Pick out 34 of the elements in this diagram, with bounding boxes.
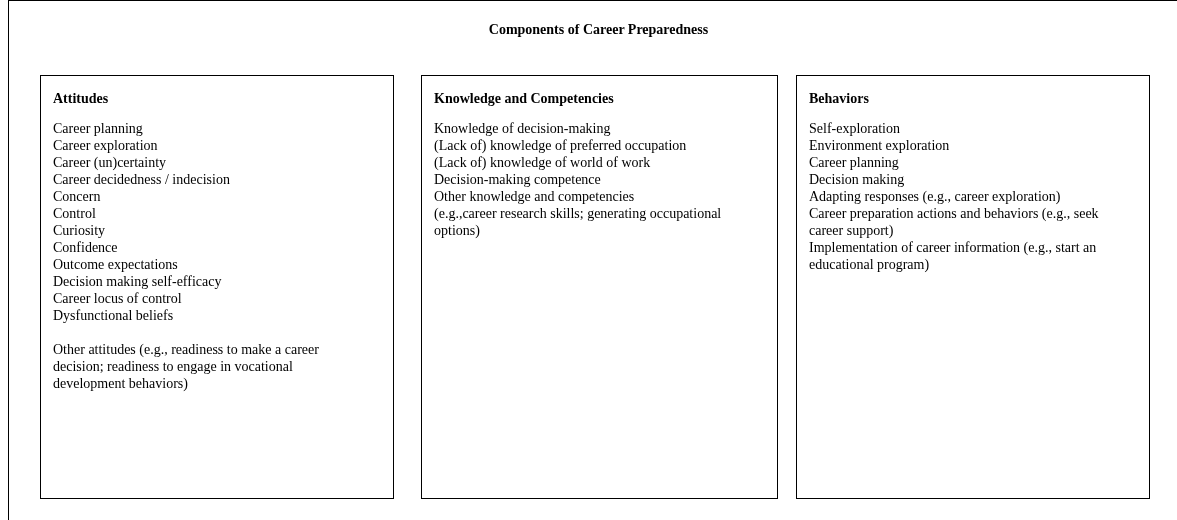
list-item: Career planning [809,154,900,171]
frame-heading: Components of Career Preparedness [488,22,709,37]
content-box [421,75,778,499]
list-item: Other attitudes (e.g., readiness to make a career decision; readiness to engage in vocational development behaviors) [53,341,320,392]
list-item: Career preparation actions and behaviors (e.g., seek career support) [809,205,1100,239]
list-item: Career planning [53,120,144,137]
box-heading: Attitudes [53,90,110,107]
list-item: Environment exploration [809,137,951,154]
content-box [40,75,394,499]
list-item: Curiosity [53,222,107,239]
list-item: Self-exploration [809,120,901,137]
box-heading: Behaviors [809,90,870,107]
list-item: (e.g.,career research skills; generating occupational options) [434,205,723,239]
list-item: Knowledge of decision-making [434,120,612,137]
list-item: (Lack of) knowledge of world of work [434,154,652,171]
list-item: Adapting responses (e.g., career exploration) [809,188,1062,205]
list-item: (Lack of) knowledge of preferred occupation [434,137,688,154]
box-heading: Knowledge and Competencies [434,90,615,107]
list-item: Decision-making competence [434,171,602,188]
list-item: Control [53,205,97,222]
list-item: Career decidedness / indecision [53,171,231,188]
list-item: Concern [53,188,102,205]
list-item: Other knowledge and competencies [434,188,636,205]
list-item: Career locus of control [53,290,183,307]
content-box [796,75,1150,499]
list-item: Decision making [809,171,906,188]
list-item: Confidence [53,239,119,256]
list-item: Outcome expectations [53,256,179,273]
list-item: Decision making self-efficacy [53,273,223,290]
list-item: Implementation of career information (e.g., start an educational program) [809,239,1098,273]
list-item: Career exploration [53,137,159,154]
frame [8,0,1177,520]
list-item: Career (un)certainty [53,154,168,171]
list-item: Dysfunctional beliefs [53,307,175,324]
